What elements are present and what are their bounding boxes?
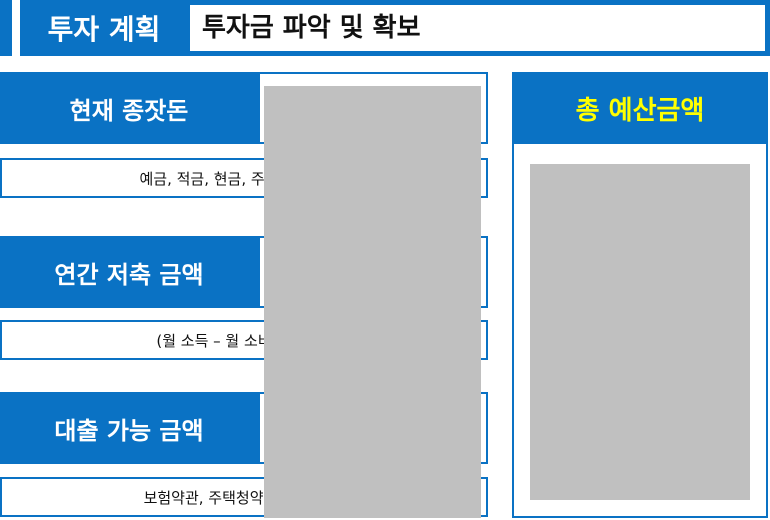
page-title: 투자금 파악 및 확보 xyxy=(202,13,421,43)
seed-money-note: 예금, 적금, 현금, 주식 xyxy=(139,169,279,188)
annual-savings-label: 연간 저축 금액 xyxy=(0,236,258,308)
redacted-area-left xyxy=(264,86,481,518)
page-title-box: 투자금 파악 및 확보 xyxy=(190,5,765,51)
loan-label: 대출 가능 금액 xyxy=(0,392,258,464)
annual-savings-note: (월 소득 – 월 소비 xyxy=(156,331,272,350)
total-budget-title: 총 예산금액 xyxy=(575,95,705,126)
header-left-accent xyxy=(0,0,12,56)
redacted-area-right xyxy=(530,164,750,500)
section-label: 투자 계획 xyxy=(47,13,161,46)
total-budget-header: 총 예산금액 xyxy=(512,72,768,144)
seed-money-label: 현재 종잣돈 xyxy=(0,72,258,144)
